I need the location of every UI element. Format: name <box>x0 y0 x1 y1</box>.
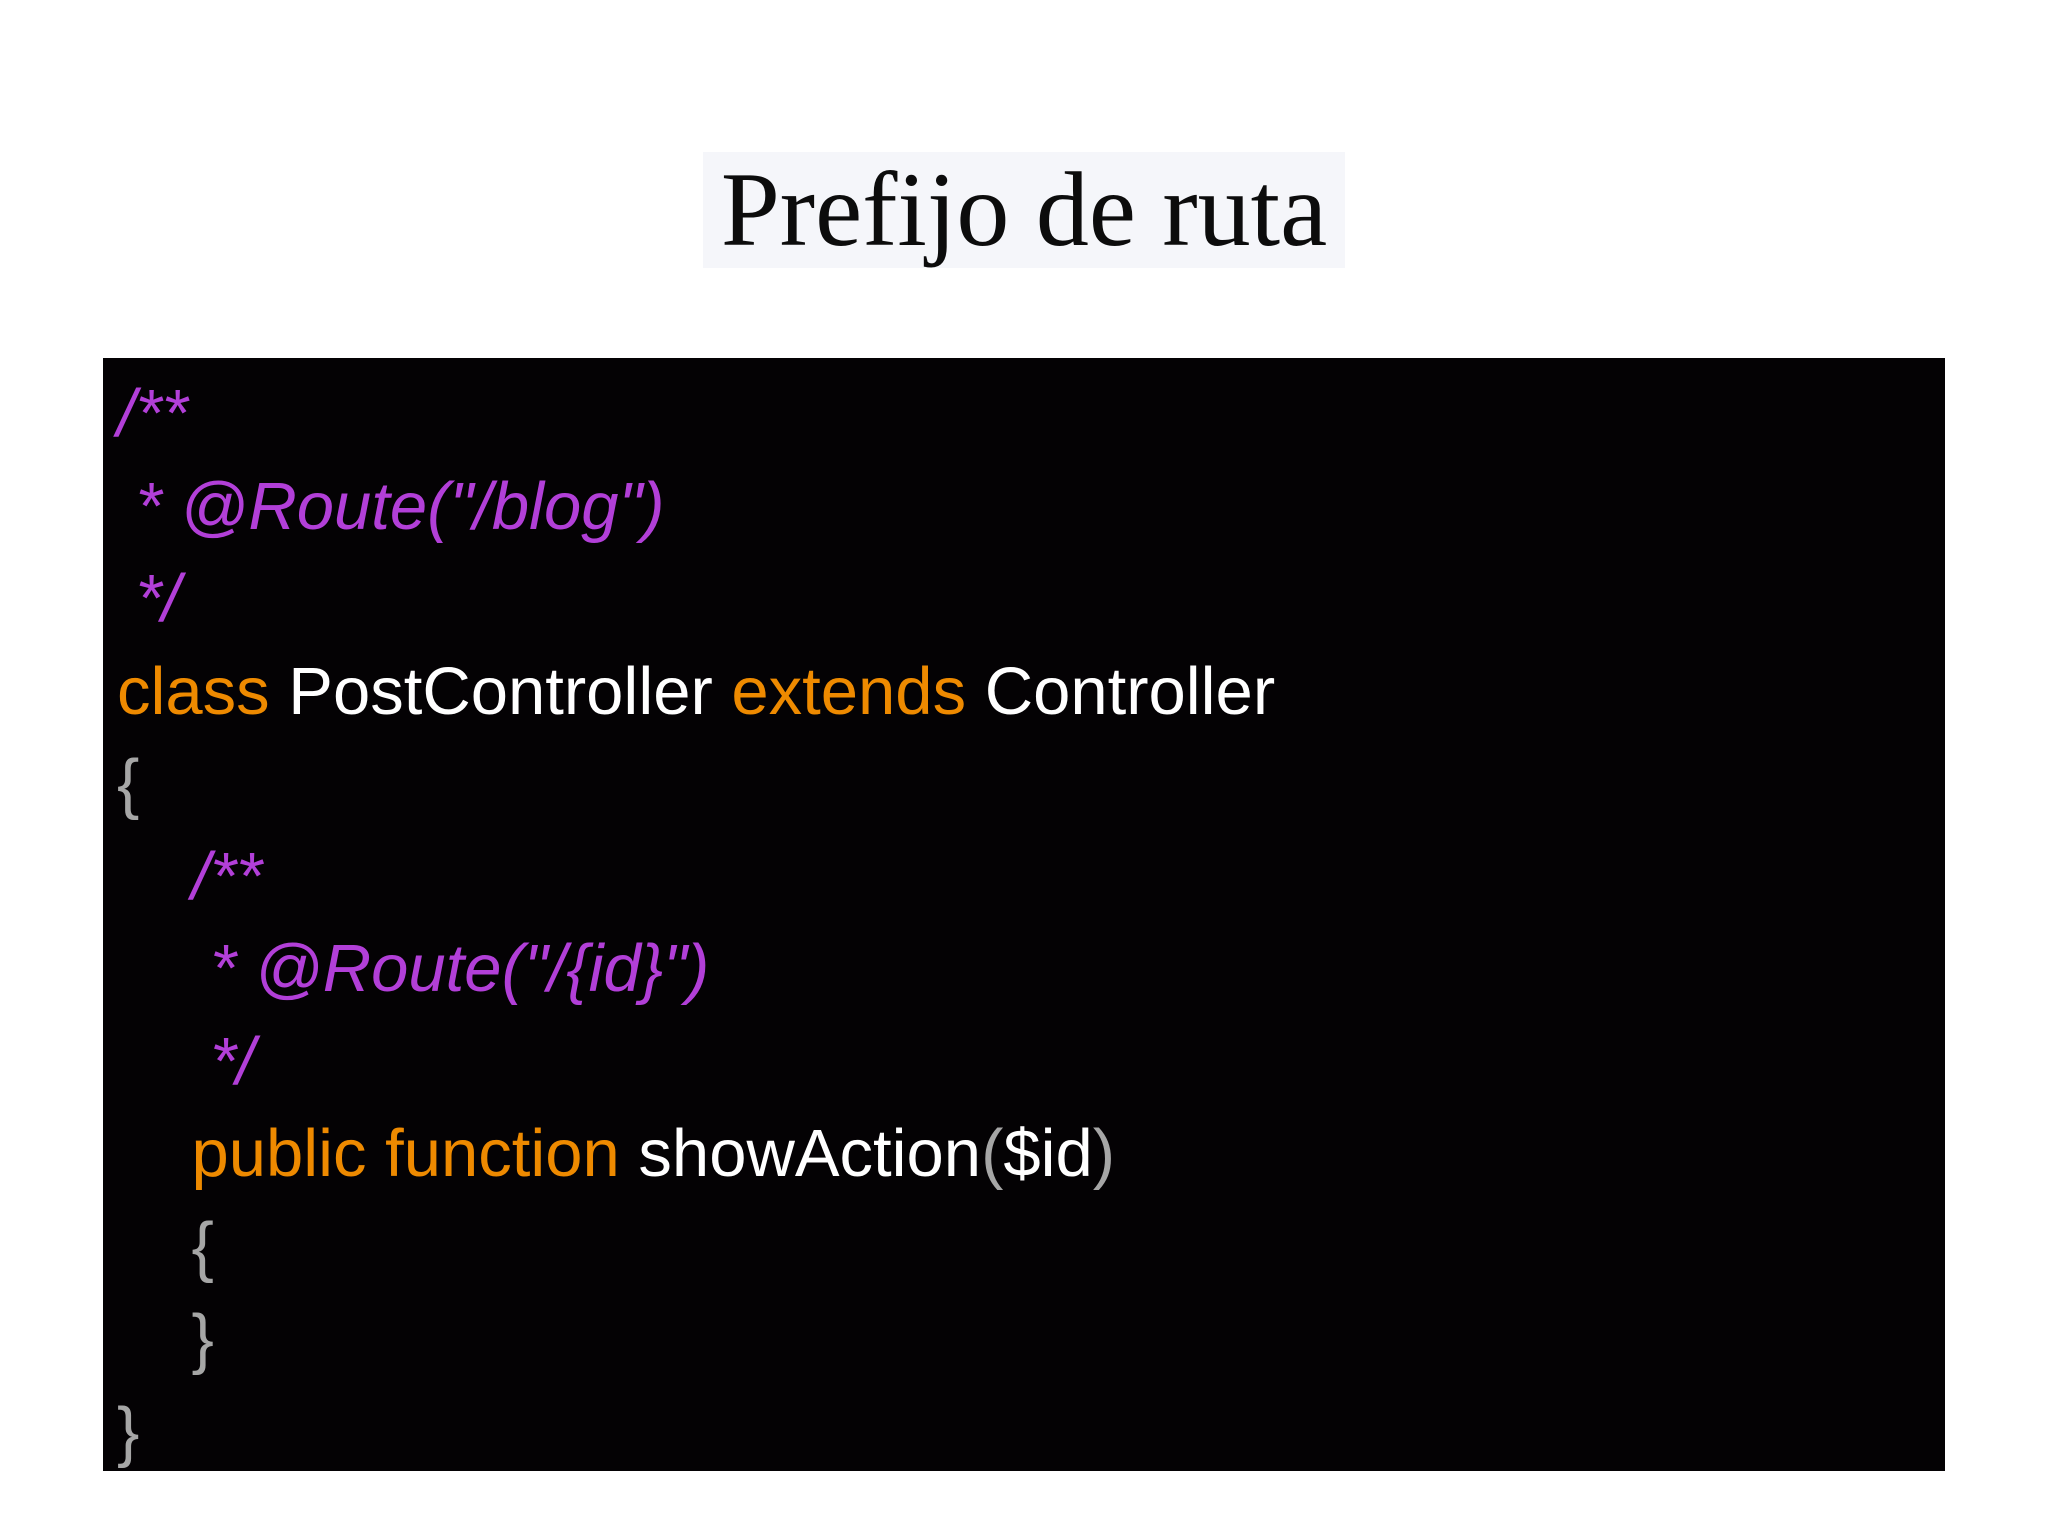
code-token: } <box>117 1301 214 1376</box>
page-title: Prefijo de ruta <box>702 152 1346 268</box>
code-token: */ <box>117 1023 255 1099</box>
code-line-2: * @Route("/blog") <box>117 461 1945 554</box>
code-token: { <box>117 1208 214 1284</box>
code-token: Controller <box>966 653 1276 729</box>
code-line-9: public function showAction($id) <box>117 1108 1945 1201</box>
code-token: $id <box>1003 1116 1093 1191</box>
code-token: extends <box>731 653 967 729</box>
code-line-12: } <box>117 1386 1945 1472</box>
code-line-7: * @Route("/{id}") <box>117 923 1945 1016</box>
code-token: */ <box>117 561 181 636</box>
code-token: class <box>117 653 270 729</box>
code-token: * @Route("/{id}") <box>117 931 710 1006</box>
code-token: ( <box>981 1116 1004 1191</box>
code-token: showAction <box>619 1116 982 1191</box>
code-token <box>117 1116 191 1191</box>
code-line-10: { <box>117 1201 1945 1294</box>
code-token: public function <box>191 1116 620 1191</box>
code-line-8: */ <box>117 1016 1945 1109</box>
code-line-11: } <box>117 1293 1945 1386</box>
code-line-6: /** <box>117 831 1945 924</box>
code-content: /** * @Route("/blog") */ class PostContro… <box>117 368 1945 1471</box>
code-token: /** <box>117 376 188 451</box>
code-token: ) <box>1092 1116 1116 1191</box>
code-token: /** <box>117 838 263 914</box>
title-bar: Prefijo de ruta <box>0 152 2048 268</box>
code-token: } <box>117 1393 140 1469</box>
code-line-3: */ <box>117 553 1945 646</box>
code-token: { <box>117 746 140 821</box>
code-line-5: { <box>117 738 1945 831</box>
code-line-4: class PostController extends Controller <box>117 646 1945 739</box>
code-token: PostController <box>269 653 732 729</box>
code-token: * @Route("/blog") <box>117 468 665 544</box>
code-block: /** * @Route("/blog") */ class PostContro… <box>103 358 1945 1471</box>
code-line-1: /** <box>117 368 1945 461</box>
